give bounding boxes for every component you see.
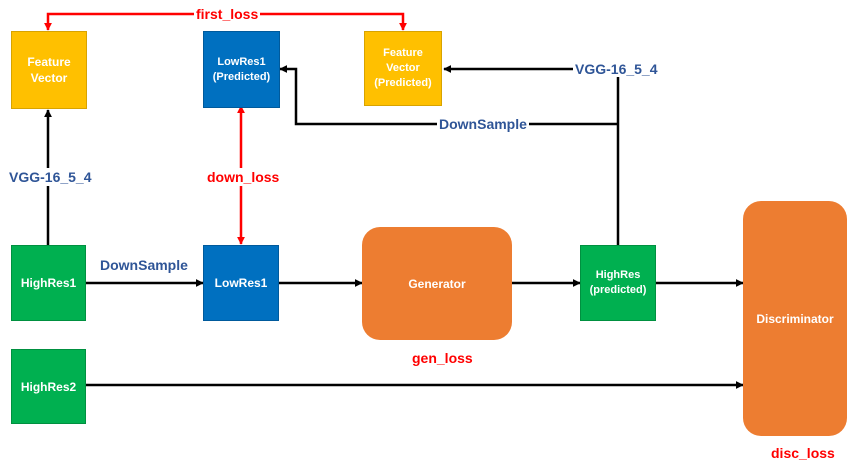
feature-vector-predicted-line3: (Predicted) <box>374 77 432 89</box>
feature-vector-line1: Feature <box>27 55 71 69</box>
highres2-label: HighRes2 <box>20 379 77 394</box>
highres2-node: HighRes2 <box>11 349 86 424</box>
highres1-node: HighRes1 <box>11 245 86 321</box>
lowres1-predicted-node: LowRes1 (Predicted) <box>203 31 280 108</box>
feature-vector-predicted-line1: Feature <box>383 47 423 59</box>
highres-predicted-line1: HighRes <box>595 269 641 281</box>
feature-vector-predicted-node: Feature Vector (Predicted) <box>364 31 442 106</box>
feature-vector-node: Feature Vector <box>11 31 87 109</box>
down-loss-label: down_loss <box>206 168 281 186</box>
highres-predicted-line2: (predicted) <box>589 284 647 296</box>
generator-node: Generator <box>362 227 512 340</box>
vgg-left-label: VGG-16_5_4 <box>8 168 93 186</box>
gen-loss-label: gen_loss <box>412 350 473 366</box>
feature-vector-predicted-line2: Vector <box>386 62 420 74</box>
downsample-bottom-label: DownSample <box>100 257 188 273</box>
lowres1-predicted-line1: LowRes1 <box>217 55 266 68</box>
downsample-top-label: DownSample <box>437 116 529 132</box>
first-loss-label: first_loss <box>194 6 261 22</box>
highres1-label: HighRes1 <box>20 276 77 290</box>
generator-label: Generator <box>408 276 466 291</box>
discriminator-node: Discriminator <box>743 201 847 436</box>
vgg-right-label: VGG-16_5_4 <box>573 61 660 77</box>
feature-vector-line2: Vector <box>30 71 68 85</box>
discriminator-label: Discriminator <box>756 311 834 326</box>
vgg-right-arrow <box>443 65 620 245</box>
lowres1-predicted-line2: (Predicted) <box>212 70 271 83</box>
lowres1-label: LowRes1 <box>214 276 268 290</box>
lowres1-node: LowRes1 <box>203 245 279 321</box>
disc-loss-label: disc_loss <box>771 445 835 461</box>
highres-predicted-node: HighRes (predicted) <box>580 245 656 321</box>
